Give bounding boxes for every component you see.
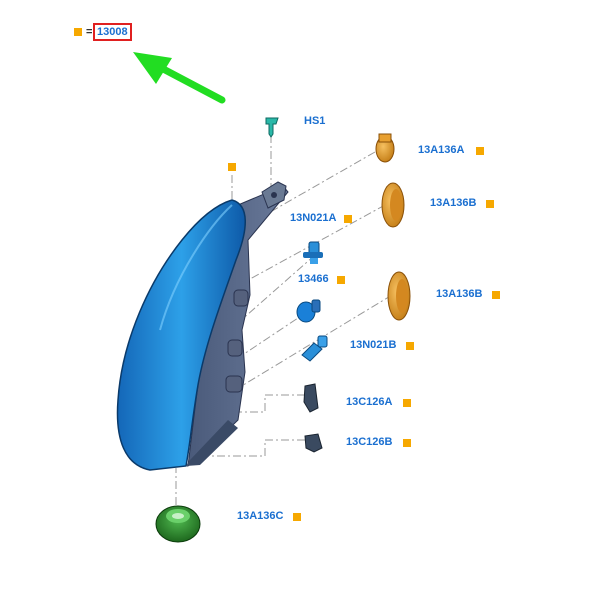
cap-13a136a-icon <box>375 133 395 163</box>
bulb-13n021b-icon <box>301 335 328 362</box>
marker-square <box>406 342 414 350</box>
marker-square <box>476 147 484 155</box>
seal-13a136c-icon <box>155 505 201 543</box>
callout-13a136a[interactable]: 13A136A <box>418 144 465 156</box>
callout-hs1[interactable]: HS1 <box>304 115 326 127</box>
leader-lines <box>175 135 393 505</box>
marker-square <box>74 28 82 36</box>
marker-square <box>228 163 236 171</box>
callout-13c126b[interactable]: 13C126B <box>346 436 393 448</box>
callout-13n021b[interactable]: 13N021B <box>350 339 397 351</box>
pointer-arrow <box>133 52 226 104</box>
callout-13a136b-top[interactable]: 13A136B <box>430 197 477 209</box>
callout-13c126a[interactable]: 13C126A <box>346 396 393 408</box>
marker-square <box>403 399 411 407</box>
marker-square <box>403 439 411 447</box>
main-part-number[interactable]: 13008 <box>93 23 132 41</box>
headlamp-housing <box>116 181 289 471</box>
connector-13c126b-icon <box>304 433 323 453</box>
hs1-clip-icon <box>265 117 279 138</box>
marker-square <box>492 291 500 299</box>
bulb-13n021a-icon <box>303 241 323 264</box>
cap-13a136b-bottom-icon <box>387 271 411 321</box>
connector-13c126a-icon <box>303 383 319 413</box>
bulb-13466-icon <box>296 299 321 323</box>
callout-13a136b-bottom[interactable]: 13A136B <box>436 288 483 300</box>
marker-square <box>337 276 345 284</box>
equals-sign: = <box>86 26 93 38</box>
cap-13a136b-top-icon <box>381 182 405 228</box>
callout-13a136c[interactable]: 13A136C <box>237 510 284 522</box>
callout-13n021a[interactable]: 13N021A <box>290 212 337 224</box>
callout-13466[interactable]: 13466 <box>298 273 329 285</box>
marker-square <box>344 215 352 223</box>
marker-square <box>486 200 494 208</box>
marker-square <box>293 513 301 521</box>
